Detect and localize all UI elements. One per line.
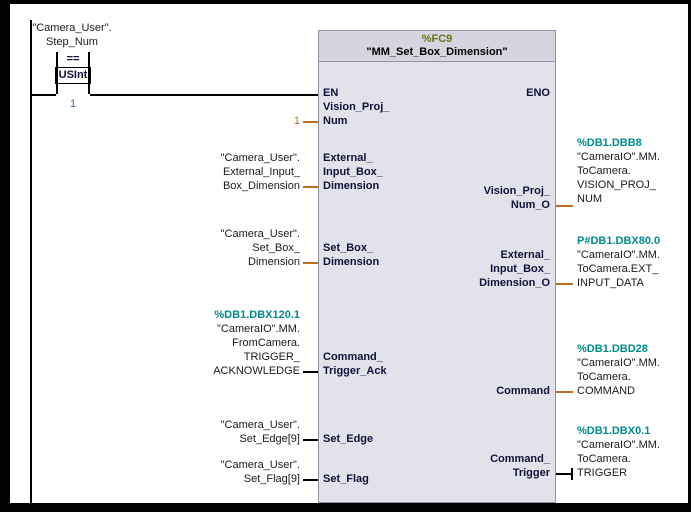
operand-trigger-ack-address[interactable]: %DB1.DBX120.1	[214, 309, 300, 321]
fb-block-body[interactable]	[318, 30, 556, 503]
compare-operator[interactable]: ==	[66, 53, 80, 65]
compare-datatype[interactable]: USInt	[55, 67, 91, 84]
output-pin-command-trigger[interactable]: Trigger	[512, 467, 550, 479]
operand-command[interactable]: "CameraIO".MM.	[577, 357, 660, 369]
frame-border-bottom	[0, 503, 691, 512]
wire-set-flag	[303, 479, 318, 481]
input-pin-set-box-dimension[interactable]: Set_Box_	[323, 242, 374, 254]
operand-set-box[interactable]: "Camera_User".	[220, 228, 300, 240]
operand-command[interactable]: ToCamera.	[577, 371, 631, 383]
operand-constant-vision-proj-num[interactable]: 1	[293, 115, 300, 127]
operand-trigger[interactable]: "CameraIO".MM.	[577, 439, 660, 451]
operand-set-flag[interactable]: Set_Flag[9]	[243, 473, 300, 485]
wire-set-edge	[303, 439, 318, 441]
wire-rail-to-contact	[32, 94, 56, 96]
power-rail	[30, 20, 32, 503]
fb-block-header	[318, 30, 556, 62]
input-pin-external-input-box-dimension[interactable]: External_	[323, 152, 373, 164]
frame-border-top	[0, 0, 691, 4]
wire-command-o	[556, 391, 573, 393]
block-title[interactable]: "MM_Set_Box_Dimension"	[366, 46, 508, 58]
operand-command[interactable]: COMMAND	[577, 385, 636, 397]
operand-external-input[interactable]: "Camera_User".	[220, 152, 300, 164]
operand-vision-proj-num[interactable]: "CameraIO".MM.	[577, 151, 660, 163]
operand-command-address[interactable]: %DB1.DBD28	[577, 343, 648, 355]
input-pin-set-flag[interactable]: Set_Flag	[323, 473, 369, 485]
input-pin-external-input-box-dimension[interactable]: Dimension	[323, 180, 380, 192]
pin-eno-label: ENO	[526, 87, 550, 99]
output-pin-vision-proj-num-o[interactable]: Num_O	[510, 199, 550, 211]
operand-trigger-ack[interactable]: "CameraIO".MM.	[217, 323, 300, 335]
wire-set-box	[303, 262, 318, 264]
operand-ext-input-data[interactable]: ToCamera.EXT_	[577, 263, 659, 275]
wire-trigger-ack	[303, 371, 318, 373]
operand-set-box[interactable]: Dimension	[248, 256, 300, 268]
input-pin-vision-proj-num[interactable]: Vision_Proj_	[323, 101, 390, 113]
wire-external-input	[303, 186, 318, 188]
input-pin-set-box-dimension[interactable]: Dimension	[323, 256, 380, 268]
operand-set-box[interactable]: Set_Box_	[252, 242, 300, 254]
operand-vision-proj-num-address[interactable]: %DB1.DBB8	[577, 137, 642, 149]
output-pin-external-input-box-dimension-o[interactable]: External_	[500, 249, 550, 261]
wire-ext-input-data-o	[556, 283, 573, 285]
operand-trigger-ack[interactable]: TRIGGER_	[243, 351, 300, 363]
input-pin-set-edge[interactable]: Set_Edge	[323, 433, 374, 445]
operand-ext-input-data-address[interactable]: P#DB1.DBX80.0	[577, 235, 661, 247]
wire-command-trigger-terminator	[571, 468, 573, 480]
operand-ext-input-data[interactable]: "CameraIO".MM.	[577, 249, 660, 261]
operand-trigger-ack[interactable]: FromCamera.	[232, 337, 300, 349]
operand-set-edge[interactable]: "Camera_User".	[220, 419, 300, 431]
contact-left-bar	[56, 52, 58, 94]
contact-right-bar	[88, 52, 90, 94]
operand-vision-proj-num[interactable]: VISION_PROJ_	[577, 179, 656, 191]
output-pin-command[interactable]: Command	[496, 385, 550, 397]
input-pin-command-trigger-ack[interactable]: Command_	[323, 351, 383, 363]
wire-vision-proj-num	[303, 121, 318, 123]
operand-vision-proj-num[interactable]: ToCamera.	[577, 165, 631, 177]
wire-contact-to-en	[90, 94, 318, 96]
operand-trigger[interactable]: ToCamera.	[577, 453, 631, 465]
output-pin-command-trigger[interactable]: Command_	[490, 453, 550, 465]
operand-trigger[interactable]: TRIGGER	[577, 467, 628, 479]
operand-set-edge[interactable]: Set_Edge[9]	[239, 433, 300, 445]
input-pin-command-trigger-ack[interactable]: Trigger_Ack	[323, 365, 387, 377]
frame-border-right	[688, 0, 691, 512]
operand-set-flag[interactable]: "Camera_User".	[220, 459, 300, 471]
wire-command-trigger-o	[556, 473, 573, 475]
operand-trigger-address[interactable]: %DB1.DBX0.1	[577, 425, 651, 437]
input-pin-external-input-box-dimension[interactable]: Input_Box_	[323, 166, 383, 178]
wire-vision-proj-num-o	[556, 205, 573, 207]
output-pin-external-input-box-dimension-o[interactable]: Dimension_O	[479, 277, 550, 289]
operand-external-input[interactable]: Box_Dimension	[222, 180, 300, 192]
contact-tag-line1[interactable]: "Camera_User".	[32, 22, 112, 34]
operand-ext-input-data[interactable]: INPUT_DATA	[577, 277, 644, 289]
output-pin-external-input-box-dimension-o[interactable]: Input_Box_	[490, 263, 550, 275]
operand-external-input[interactable]: External_Input_	[222, 166, 300, 178]
input-pin-vision-proj-num[interactable]: Num	[323, 115, 348, 127]
block-address[interactable]: %FC9	[421, 33, 453, 45]
operand-vision-proj-num[interactable]: NUM	[577, 193, 603, 205]
output-pin-vision-proj-num-o[interactable]: Vision_Proj_	[483, 185, 550, 197]
contact-tag-line2[interactable]: Step_Num	[46, 36, 98, 48]
pin-en-label: EN	[323, 87, 339, 99]
frame-border-left	[0, 0, 10, 512]
compare-value[interactable]: 1	[69, 98, 77, 110]
operand-trigger-ack[interactable]: ACKNOWLEDGE	[213, 365, 300, 377]
